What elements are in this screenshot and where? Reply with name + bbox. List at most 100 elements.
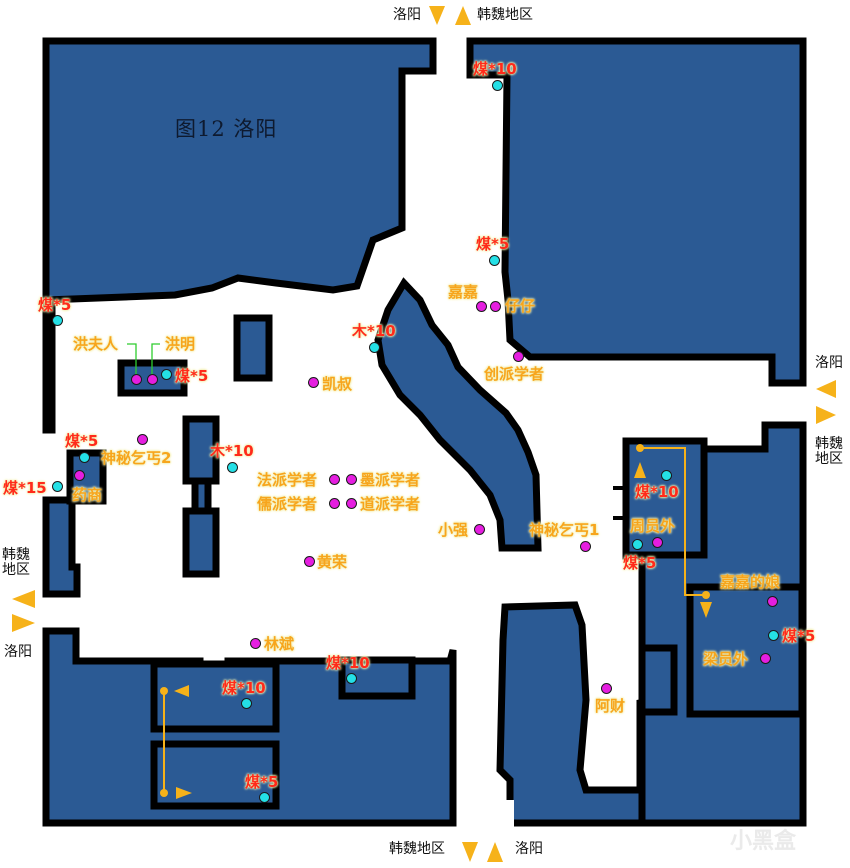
exit-arrow-up-icon — [487, 842, 503, 862]
exit-label-right-luoyang[interactable]: 洛阳 — [815, 355, 843, 371]
npc-marker[interactable] — [131, 374, 142, 385]
building-top-right — [466, 37, 807, 387]
resource-marker[interactable] — [241, 698, 252, 709]
exit-label-bottom-hanwei[interactable]: 韩魏地区 — [389, 841, 445, 857]
npc-label: 儒派学者 — [257, 495, 318, 513]
npc-marker[interactable] — [652, 537, 663, 548]
npc-marker[interactable] — [760, 653, 771, 664]
wall-left-lower — [42, 496, 81, 598]
exit-label-bottom-luoyang[interactable]: 洛阳 — [515, 841, 543, 857]
npc-marker[interactable] — [490, 301, 501, 312]
npc-label: 周员外 — [630, 517, 676, 535]
npc-marker[interactable] — [767, 596, 778, 607]
arrow-right-icon — [176, 787, 192, 799]
resource-marker[interactable] — [52, 315, 63, 326]
npc-marker[interactable] — [346, 498, 357, 509]
resource-marker[interactable] — [768, 630, 779, 641]
exit-arrow-down-icon — [462, 842, 478, 862]
resource-marker[interactable] — [492, 80, 503, 91]
npc-label: 洪夫人 — [73, 335, 119, 353]
npc-label: 阿财 — [595, 697, 626, 715]
resource-marker[interactable] — [632, 539, 643, 550]
npc-marker[interactable] — [250, 638, 261, 649]
exit-arrow-right-icon — [12, 614, 35, 632]
resource-marker[interactable] — [369, 342, 380, 353]
gate-bottom — [484, 800, 514, 830]
npc-marker[interactable] — [304, 556, 315, 567]
resource-label: 煤*5 — [623, 554, 657, 572]
npc-label: 林斌 — [264, 635, 295, 653]
exit-label-right-hanwei[interactable]: 韩魏地区 — [815, 436, 843, 467]
npc-marker[interactable] — [476, 301, 487, 312]
resource-marker[interactable] — [259, 792, 270, 803]
npc-label: 洪明 — [165, 335, 196, 353]
npc-marker[interactable] — [601, 683, 612, 694]
npc-marker[interactable] — [137, 434, 148, 445]
npc-marker[interactable] — [329, 474, 340, 485]
teleport-node — [636, 444, 644, 452]
resource-marker[interactable] — [52, 481, 63, 492]
exit-label-top-hanwei[interactable]: 韩魏地区 — [477, 7, 533, 23]
resource-marker[interactable] — [161, 369, 172, 380]
npc-label: 梁员外 — [703, 650, 749, 668]
arrow-down-icon — [700, 602, 712, 618]
resource-label: 煤*5 — [782, 627, 816, 645]
resource-label: 煤*5 — [65, 432, 99, 450]
resource-label: 煤*10 — [635, 483, 679, 501]
npc-label: 神秘乞丐1 — [529, 521, 600, 539]
teleport-path-right — [640, 447, 706, 596]
npc-label: 墨派学者 — [360, 471, 421, 489]
npc-label: 凯叔 — [322, 375, 353, 393]
building-room-b — [150, 740, 280, 810]
exit-arrow-up-icon — [455, 6, 471, 25]
exit-arrow-down-icon — [429, 6, 445, 25]
resource-label: 煤*5 — [245, 773, 279, 791]
npc-marker[interactable] — [474, 524, 485, 535]
teleport-node — [160, 789, 168, 797]
resource-label: 煤*10 — [222, 679, 266, 697]
npc-label: 小强 — [438, 521, 469, 539]
teleport-node — [702, 591, 710, 599]
resource-marker[interactable] — [346, 673, 357, 684]
npc-label: 创派学者 — [484, 365, 545, 383]
arrow-up-icon — [634, 462, 646, 478]
building-room-a — [150, 660, 280, 733]
exit-arrow-left-icon — [816, 380, 836, 398]
npc-marker[interactable] — [580, 541, 591, 552]
resource-marker[interactable] — [661, 470, 672, 481]
watermark: 小黑盒 — [730, 829, 797, 854]
npc-marker[interactable] — [308, 377, 319, 388]
teleport-node — [160, 687, 168, 695]
exit-label-left-luoyang[interactable]: 洛阳 — [4, 644, 32, 660]
resource-label: 煤*5 — [476, 235, 510, 253]
exit-arrow-left-icon — [12, 590, 35, 608]
npc-marker[interactable] — [74, 470, 85, 481]
npc-label: 嘉嘉 — [448, 283, 479, 301]
npc-label: 黄荣 — [317, 553, 348, 571]
building-liang-house — [686, 583, 806, 718]
npc-marker[interactable] — [346, 474, 357, 485]
npc-marker[interactable] — [329, 498, 340, 509]
building-small-2 — [638, 644, 678, 716]
wall-left-upper — [42, 296, 56, 434]
resource-marker[interactable] — [489, 255, 500, 266]
leader-line — [151, 343, 160, 377]
resource-label: 煤*15 — [3, 479, 47, 497]
npc-label: 神秘乞丐2 — [101, 449, 172, 467]
building-top-left — [42, 37, 437, 304]
exit-label-left-hanwei[interactable]: 韩魏地区 — [2, 547, 30, 578]
npc-label: 嘉嘉的娘 — [720, 573, 781, 591]
exit-label-top-luoyang[interactable]: 洛阳 — [393, 7, 421, 23]
npc-marker[interactable] — [513, 351, 524, 362]
building-column-mid — [191, 477, 212, 515]
npc-label: 道派学者 — [360, 495, 421, 513]
resource-marker[interactable] — [227, 462, 238, 473]
map-title: 图12 洛阳 — [175, 117, 278, 141]
leader-line — [127, 343, 137, 377]
building-zhou-house — [622, 437, 708, 559]
npc-marker[interactable] — [147, 374, 158, 385]
resource-label: 煤*5 — [38, 296, 72, 314]
resource-marker[interactable] — [79, 452, 90, 463]
